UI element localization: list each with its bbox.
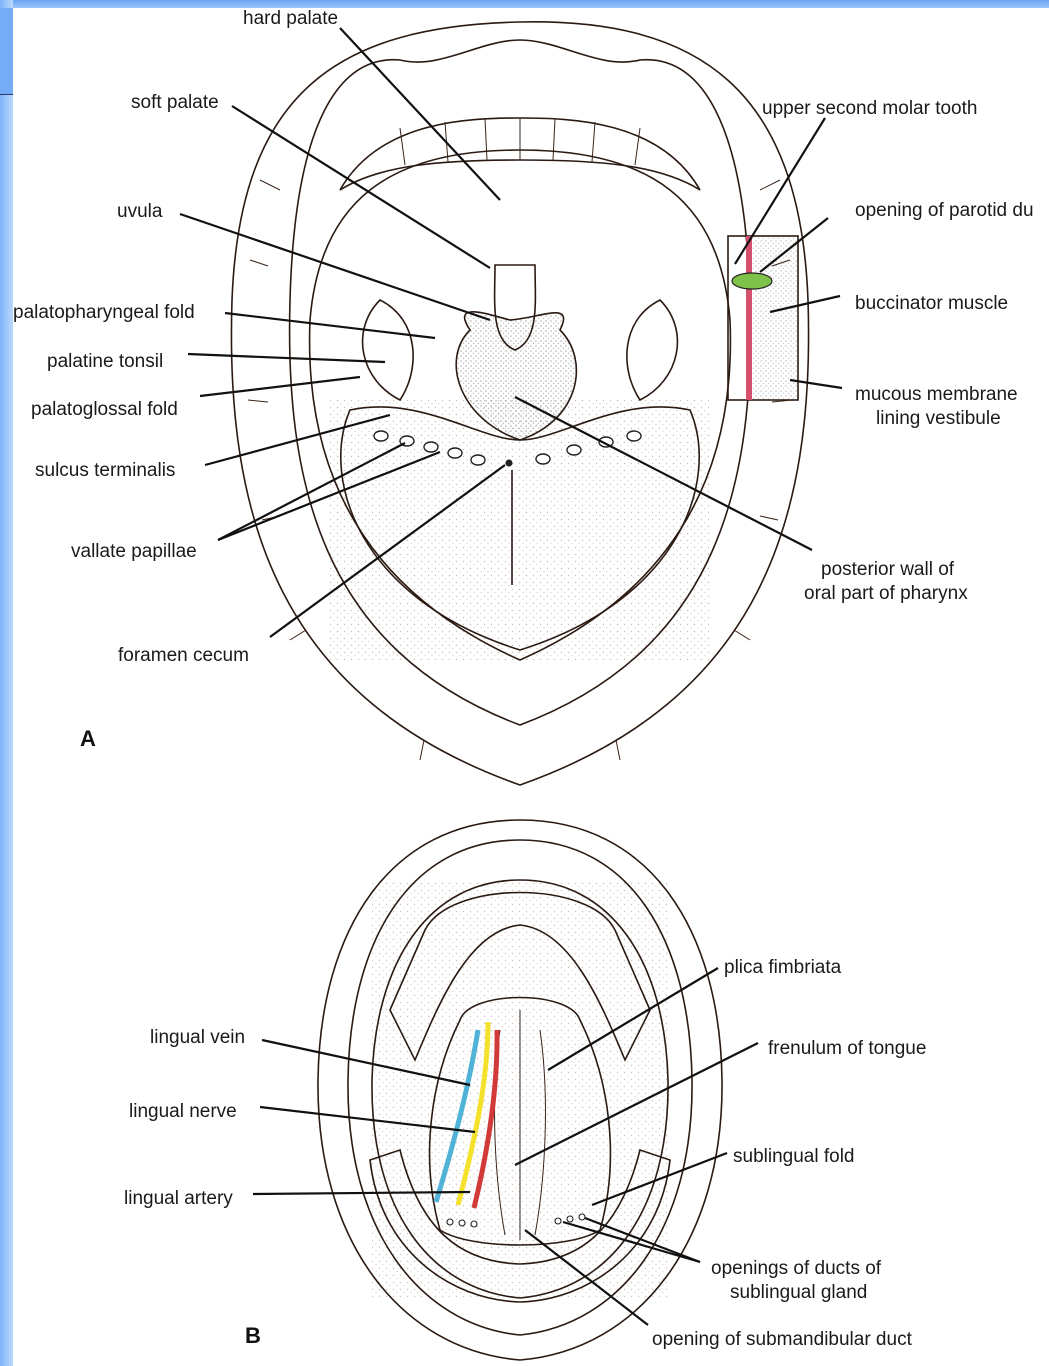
parotid-opening-a bbox=[732, 273, 772, 289]
label-mucous-membrane-line2: lining vestibule bbox=[876, 408, 1001, 429]
upper-teeth-a bbox=[340, 118, 700, 190]
label-lingual-nerve: lingual nerve bbox=[129, 1101, 237, 1122]
left-tonsil-a bbox=[363, 300, 414, 400]
label-sublingual-fold: sublingual fold bbox=[733, 1146, 854, 1167]
label-sublingual-ducts-line1: openings of ducts of bbox=[711, 1258, 882, 1279]
label-palatopharyngeal-fold: palatopharyngeal fold bbox=[13, 302, 195, 323]
label-palatoglossal-fold: palatoglossal fold bbox=[31, 399, 178, 420]
label-foramen-cecum: foramen cecum bbox=[118, 645, 249, 666]
panel-label-b: B bbox=[245, 1323, 261, 1348]
panel-b-drawing bbox=[318, 820, 722, 1360]
label-parotid-duct: opening of parotid du bbox=[855, 200, 1034, 221]
label-palatine-tonsil: palatine tonsil bbox=[47, 351, 163, 372]
label-lingual-vein: lingual vein bbox=[150, 1027, 245, 1048]
label-submandibular-duct: opening of submandibular duct bbox=[652, 1329, 913, 1350]
label-posterior-wall-line1: posterior wall of bbox=[821, 559, 955, 580]
label-vallate-papillae: vallate papillae bbox=[71, 541, 197, 562]
panel-a-drawing bbox=[231, 22, 808, 785]
label-posterior-wall-line2: oral part of pharynx bbox=[804, 583, 968, 604]
label-buccinator: buccinator muscle bbox=[855, 293, 1008, 314]
label-upper-second-molar: upper second molar tooth bbox=[762, 98, 977, 119]
label-lingual-artery: lingual artery bbox=[124, 1188, 233, 1209]
label-mucous-membrane-line1: mucous membrane bbox=[855, 384, 1018, 405]
label-sublingual-ducts-line2: sublingual gland bbox=[730, 1282, 867, 1303]
foramen-cecum-dot-a bbox=[506, 460, 513, 467]
right-tonsil-a bbox=[627, 300, 678, 400]
panel-label-a: A bbox=[80, 726, 96, 751]
label-frenulum: frenulum of tongue bbox=[768, 1038, 926, 1059]
label-sulcus-terminalis: sulcus terminalis bbox=[35, 460, 175, 481]
label-uvula: uvula bbox=[117, 201, 163, 222]
label-hard-palate: hard palate bbox=[243, 8, 338, 29]
label-plica-fimbriata: plica fimbriata bbox=[724, 957, 842, 978]
label-soft-palate: soft palate bbox=[131, 92, 219, 113]
